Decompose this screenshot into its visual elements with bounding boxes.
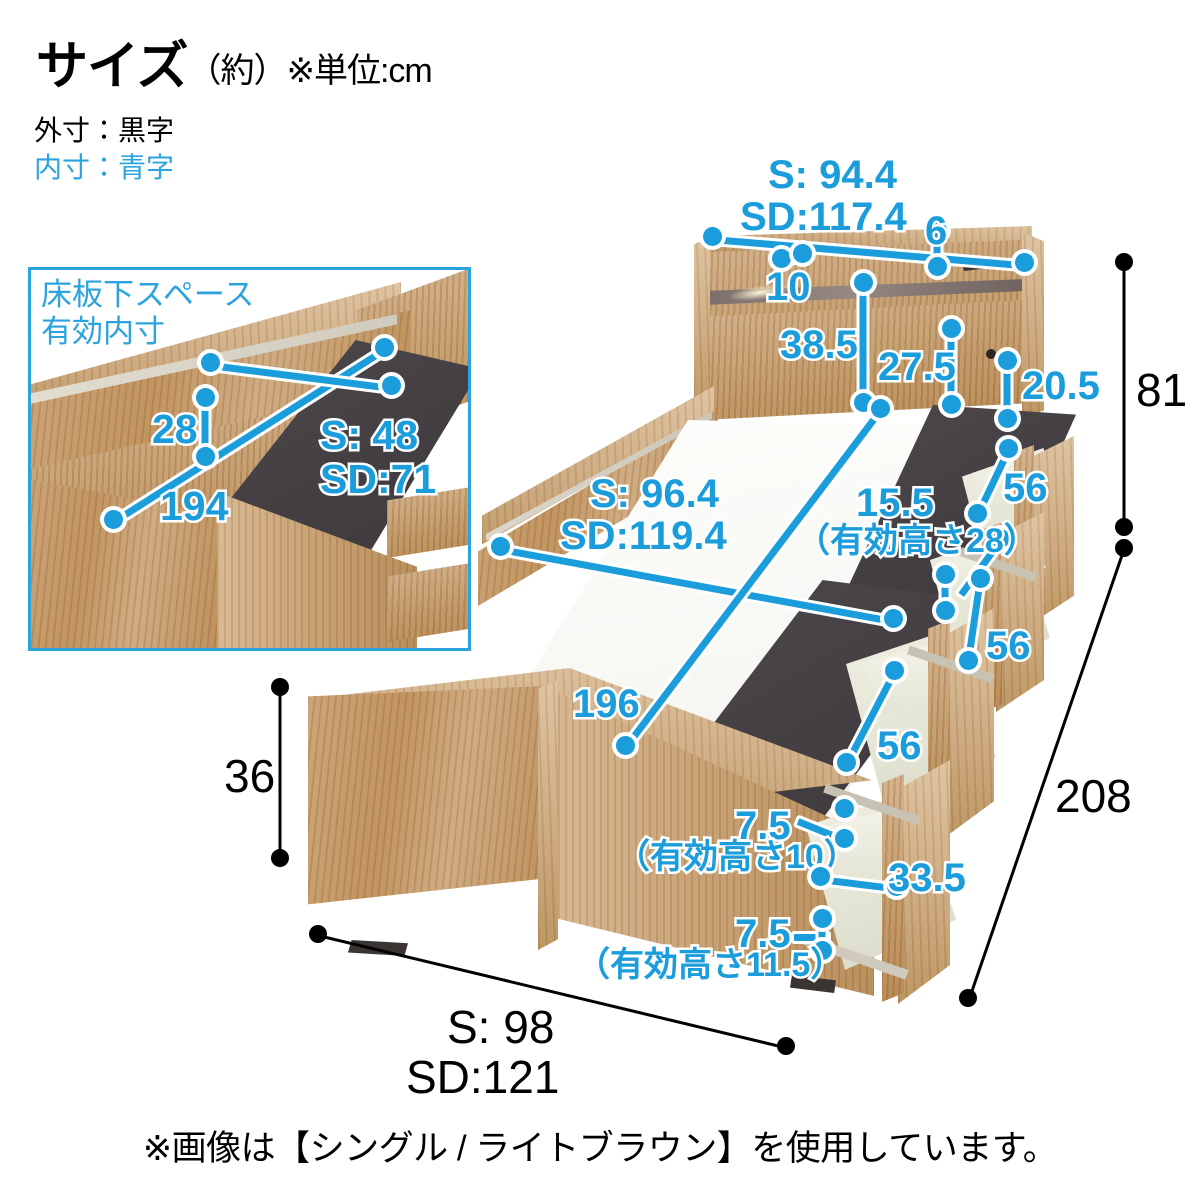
dot-38-5-b bbox=[853, 392, 873, 412]
dot-36-b bbox=[271, 849, 289, 867]
label-inner-length-196: 196 bbox=[571, 681, 643, 727]
dot-headboard-width-b bbox=[1014, 252, 1034, 272]
leader-total-height-81 bbox=[1122, 263, 1126, 529]
headboard-right-post bbox=[1022, 232, 1044, 418]
label-total-width-s: S: 98 bbox=[447, 1001, 555, 1053]
label-inner-width-sd: SD:119.4 bbox=[558, 513, 730, 559]
dot-20-5-a bbox=[997, 350, 1017, 370]
dot-20-5-b bbox=[997, 408, 1017, 428]
outlet-icon bbox=[986, 349, 996, 359]
leader-base-height-36 bbox=[278, 688, 282, 860]
dot-inner-width-a bbox=[490, 536, 510, 556]
dot-7-5-2-b bbox=[812, 940, 832, 960]
label-inner-width-s: S: 96.4 bbox=[588, 471, 722, 517]
inset-caption-line-1: 床板下スペース bbox=[41, 277, 255, 312]
label-base-height-36: 36 bbox=[224, 750, 276, 802]
page-title: サイズ（約）※単位:cm bbox=[36, 24, 433, 99]
label-height-27-5: 27.5 bbox=[876, 344, 959, 390]
label-small-height-1: 7.5 bbox=[733, 803, 794, 849]
legend-outer: 外寸：黒字 bbox=[34, 115, 175, 146]
label-total-width-sd: SD:121 bbox=[406, 1051, 560, 1103]
inset-dot-width-b bbox=[381, 375, 401, 395]
inset-label-194: 194 bbox=[157, 482, 230, 529]
dot-7-5-1-a bbox=[834, 798, 854, 818]
dot-width-a bbox=[309, 925, 327, 943]
page-title-main: サイズ bbox=[36, 38, 188, 96]
dot-56-3-a bbox=[884, 660, 904, 680]
label-small-height-2: 7.5 bbox=[733, 911, 794, 957]
dot-81-b bbox=[1115, 518, 1133, 536]
inset-label-width-sd: SD:71 bbox=[317, 455, 438, 502]
label-drawer-depth-33-5: 33.5 bbox=[886, 855, 969, 901]
inset-dot-width-a bbox=[200, 352, 220, 372]
footboard-left-face bbox=[308, 686, 546, 905]
dot-56-2-b bbox=[958, 650, 978, 670]
dot-208-a bbox=[1115, 539, 1133, 557]
footboard-corner-edge bbox=[538, 680, 558, 950]
label-shelf-depth-6: 6 bbox=[922, 208, 949, 254]
label-height-20-5: 20.5 bbox=[1020, 363, 1103, 409]
inset-dot-194-b bbox=[374, 337, 394, 357]
inset-label-28: 28 bbox=[150, 405, 201, 452]
leader-small-height-2 bbox=[794, 934, 828, 941]
dot-33-5-b bbox=[886, 876, 906, 896]
legend: 外寸：黒字 内寸：青字 bbox=[34, 112, 174, 186]
dot-7-5-1-b bbox=[834, 828, 854, 848]
dot-56-1-a bbox=[998, 438, 1018, 458]
page-title-unit: （約）※単位:cm bbox=[187, 52, 432, 90]
label-drawer-width-1: 56 bbox=[1001, 465, 1050, 511]
dot-56-3-b bbox=[836, 752, 856, 772]
inset-dot-28-a bbox=[195, 387, 215, 407]
dot-6-a bbox=[927, 220, 947, 240]
dot-width-b bbox=[777, 1037, 795, 1055]
label-total-height-81: 81 bbox=[1136, 364, 1188, 416]
image-note: ※画像は【シングル / ライトブラウン】を使用しています。 bbox=[142, 1129, 1058, 1168]
inset-label-width-s: S: 48 bbox=[318, 411, 421, 458]
inset-caption-line-2: 有効内寸 bbox=[41, 314, 165, 350]
dot-33-5-a bbox=[810, 866, 830, 886]
inset-dot-194-a bbox=[103, 509, 123, 529]
dot-10-a bbox=[771, 248, 791, 268]
label-drawer-height-15-5: 15.5 bbox=[854, 480, 937, 526]
dot-196-b bbox=[870, 398, 890, 418]
dot-headboard-width-a bbox=[702, 226, 722, 246]
inset-drawer-front-2 bbox=[387, 562, 468, 642]
drawer-4-front-panel bbox=[898, 760, 950, 1004]
dot-27-5-b bbox=[941, 394, 961, 414]
dot-7-5-2-a bbox=[812, 908, 832, 928]
dot-inner-width-b bbox=[883, 608, 903, 628]
label-shelf-gap-10: 10 bbox=[764, 264, 813, 310]
dot-56-2-a bbox=[970, 568, 990, 588]
label-height-38-5: 38.5 bbox=[778, 322, 861, 368]
label-total-length-208: 208 bbox=[1055, 770, 1132, 822]
label-drawer-width-3: 56 bbox=[875, 723, 924, 769]
leader-height-38-5 bbox=[859, 285, 867, 406]
headboard-left-post bbox=[694, 237, 710, 417]
footboard-foot-2 bbox=[790, 975, 836, 993]
label-drawer-width-2: 56 bbox=[984, 623, 1033, 669]
dot-6-b bbox=[927, 256, 947, 276]
label-headboard-width-s: S: 94.4 bbox=[766, 152, 900, 198]
legend-inner: 内寸：青字 bbox=[34, 152, 175, 184]
label-drawer-height-note: （有効高さ28） bbox=[794, 521, 1041, 562]
dot-196-a bbox=[615, 735, 635, 755]
inset-caption: 床板下スペース 有効内寸 bbox=[41, 276, 254, 350]
dot-208-b bbox=[959, 989, 977, 1007]
dot-15-5-b bbox=[935, 564, 955, 584]
inset-dot-28-b bbox=[195, 446, 215, 466]
dot-38-5-a bbox=[853, 272, 873, 292]
dot-10-b bbox=[792, 243, 812, 263]
dot-27-5-a bbox=[941, 318, 961, 338]
under-slat-space-inset: 床板下スペース 有効内寸 bbox=[28, 267, 471, 651]
dot-15-5-c bbox=[935, 600, 955, 620]
dot-81-a bbox=[1115, 253, 1133, 271]
label-headboard-width-sd: SD:117.4 bbox=[738, 194, 910, 240]
dot-36-a bbox=[271, 678, 289, 696]
label-small-height-2-note: （有効高さ11.5） bbox=[573, 945, 846, 986]
dot-56-1-b bbox=[967, 503, 987, 523]
dot-15-5-a bbox=[990, 528, 1010, 548]
